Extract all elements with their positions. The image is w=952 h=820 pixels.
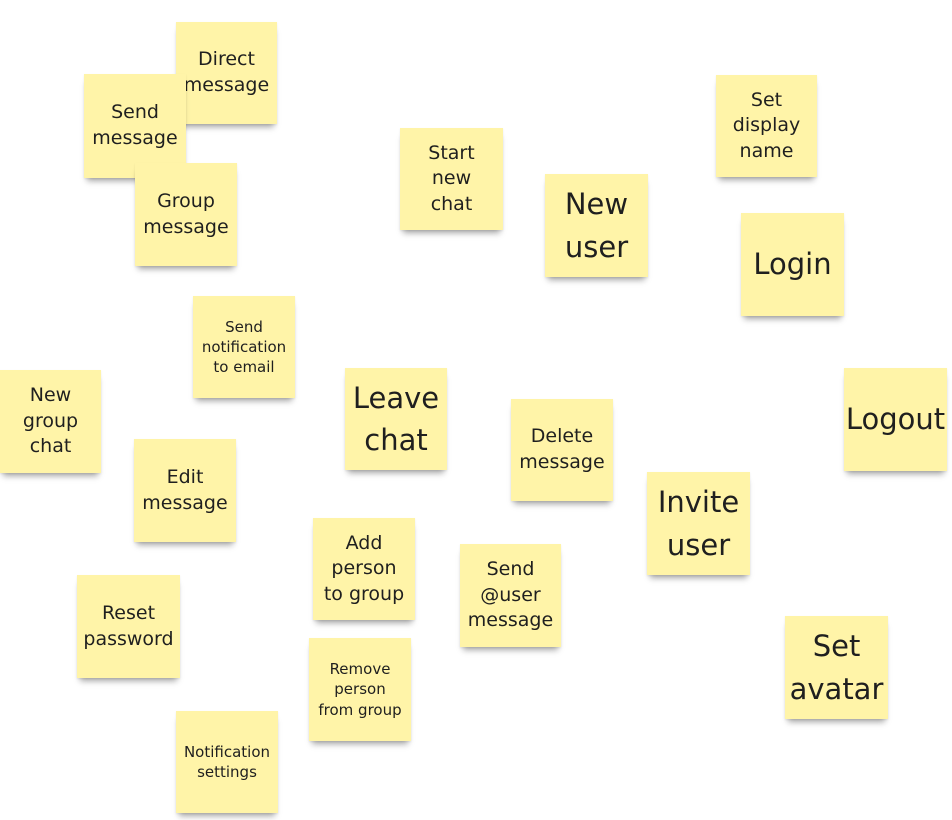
sticky-note-notification-settings[interactable]: Notification settings xyxy=(176,711,278,813)
sticky-note-text: Set avatar xyxy=(789,629,884,706)
sticky-note-direct-message[interactable]: Direct message xyxy=(176,22,277,124)
sticky-note-add-person-to-group[interactable]: Add person to group xyxy=(313,518,415,620)
sticky-note-text: Invite user xyxy=(657,485,740,562)
sticky-note-leave-chat[interactable]: Leave chat xyxy=(345,368,447,470)
sticky-note-delete-message[interactable]: Delete message xyxy=(511,399,613,501)
sticky-note-text: Logout xyxy=(845,402,946,437)
sticky-note-text: Send notification to email xyxy=(201,317,287,377)
sticky-note-text: Delete message xyxy=(519,425,605,473)
sticky-note-reset-password[interactable]: Reset password xyxy=(77,575,180,678)
sticky-note-send-user-message[interactable]: Send @user message xyxy=(460,544,561,647)
sticky-note-text: New user xyxy=(564,187,629,264)
sticky-note-text: Send @user message xyxy=(467,558,554,632)
sticky-note-text: Add person to group xyxy=(323,531,405,605)
sticky-note-text: Login xyxy=(753,247,832,282)
sticky-note-text: Start new chat xyxy=(428,141,475,215)
sticky-note-logout[interactable]: Logout xyxy=(844,368,947,471)
sticky-note-text: Remove person from group xyxy=(318,660,402,719)
sticky-note-new-group-chat[interactable]: New group chat xyxy=(0,370,101,473)
sticky-note-text: Direct message xyxy=(183,48,270,96)
sticky-note-send-notification-to-email[interactable]: Send notification to email xyxy=(193,296,295,398)
sticky-note-text: Notification settings xyxy=(183,742,271,781)
sticky-note-text: Edit message xyxy=(142,465,228,514)
sticky-note-text: Reset password xyxy=(83,601,174,650)
sticky-note-text: Leave chat xyxy=(352,380,440,457)
sticky-note-send-message[interactable]: Send message xyxy=(84,74,186,178)
sticky-note-invite-user[interactable]: Invite user xyxy=(647,472,750,575)
sticky-note-set-display-name[interactable]: Set display name xyxy=(716,75,817,177)
sticky-note-text: Set display name xyxy=(732,88,801,162)
sticky-note-text: New group chat xyxy=(22,384,79,458)
sticky-note-text: Send message xyxy=(92,101,178,149)
sticky-note-remove-person-from-group[interactable]: Remove person from group xyxy=(309,638,411,741)
sticky-note-start-new-chat[interactable]: Start new chat xyxy=(400,128,503,230)
sticky-note-set-avatar[interactable]: Set avatar xyxy=(785,616,888,719)
sticky-note-group-message[interactable]: Group message xyxy=(135,163,237,266)
sticky-note-edit-message[interactable]: Edit message xyxy=(134,439,236,542)
sticky-note-text: Group message xyxy=(143,189,229,238)
sticky-note-login[interactable]: Login xyxy=(741,213,844,316)
sticky-note-new-user[interactable]: New user xyxy=(545,174,648,277)
